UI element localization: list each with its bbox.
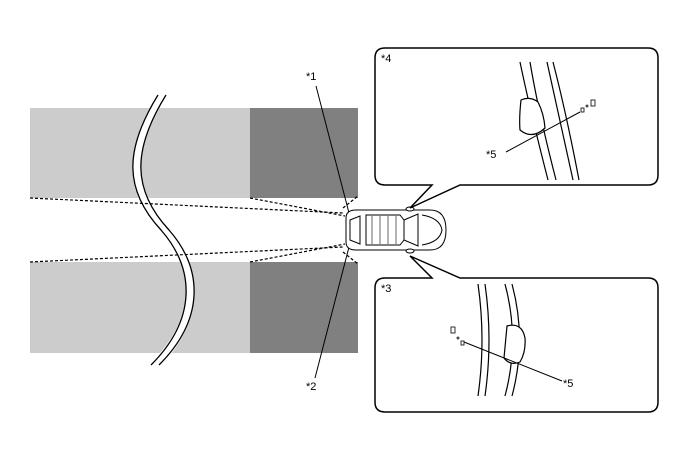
leader-lines-main <box>314 85 350 379</box>
inset-upper-leader <box>505 111 581 153</box>
lower-zone-light <box>30 262 250 353</box>
inset-upper-fender <box>519 61 580 181</box>
lower-zone-dark <box>250 262 358 353</box>
upper-detection-zone <box>30 108 358 198</box>
callout-1: *1 <box>306 71 316 83</box>
inset-upper-bubble <box>374 47 659 209</box>
inset-lower-fender <box>477 283 526 397</box>
callout-4: *4 <box>381 53 391 65</box>
inset-lower-leader <box>463 341 563 382</box>
callout-2: *2 <box>306 381 316 393</box>
distance-break-mark <box>132 92 195 369</box>
lower-detection-zone <box>30 262 358 353</box>
callout-3: *3 <box>381 283 391 295</box>
callout-5-upper: *5 <box>486 149 496 161</box>
vehicle-top-view <box>345 206 447 254</box>
upper-zone-dark <box>250 108 358 198</box>
inset-upper <box>374 47 659 209</box>
callout-5-lower: *5 <box>563 378 573 390</box>
inset-lower-sensor-icon <box>450 326 465 346</box>
inset-upper-sensor-icon <box>580 99 596 113</box>
inset-lower <box>374 255 659 413</box>
sensor-coverage-lines <box>29 195 359 265</box>
